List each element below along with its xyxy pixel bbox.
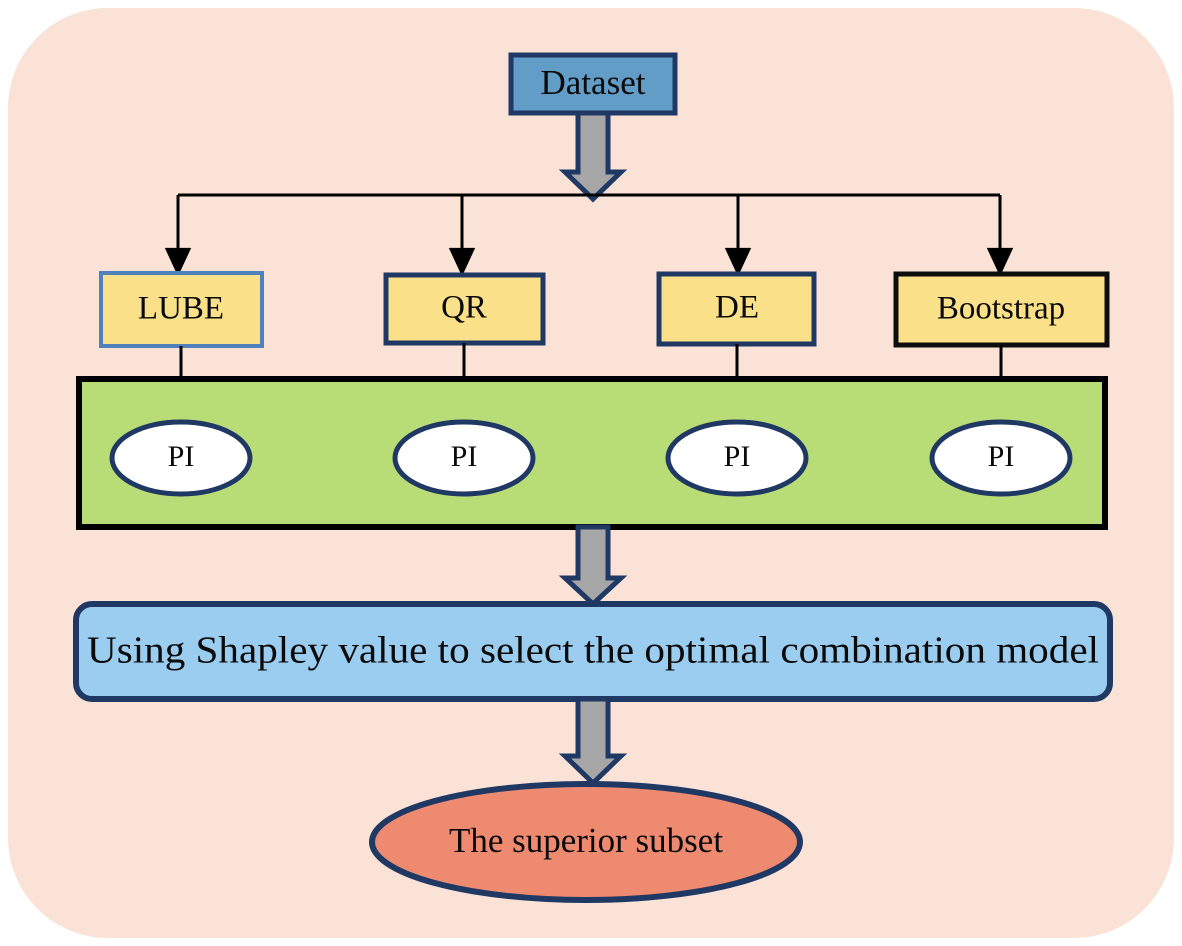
dataset-label: Dataset: [541, 63, 646, 102]
pi-ellipse-4: [929, 419, 1073, 497]
node-result[interactable]: The superior subset: [369, 781, 803, 903]
connector-band-to-shapley: [558, 524, 628, 608]
node-method-qr[interactable]: QR: [383, 272, 546, 346]
pi-ellipse-1: [109, 419, 253, 497]
method-label-de: DE: [715, 290, 759, 326]
node-method-lube[interactable]: LUBE: [99, 271, 264, 348]
pi-label-2: PI: [451, 440, 478, 473]
node-dataset[interactable]: Dataset: [508, 52, 678, 116]
pi-ellipse-3: [665, 419, 809, 497]
connector-bus-to-methods: [164, 193, 1014, 277]
node-pi-4[interactable]: PI: [929, 419, 1073, 497]
node-pi-1[interactable]: PI: [109, 419, 253, 497]
result-ellipse: [369, 781, 803, 903]
pi-ellipse-2: [392, 419, 536, 497]
method-label-lube: LUBE: [138, 291, 224, 327]
method-label-bootstrap: Bootstrap: [937, 291, 1065, 327]
interval-band: PI PI PI PI: [76, 376, 1108, 530]
method-label-qr: QR: [441, 290, 487, 326]
block-arrow-dataset: [558, 110, 628, 203]
connector-shapley-to-result: [558, 696, 628, 787]
block-arrow-band: [558, 524, 628, 608]
method-box-lube: [99, 271, 264, 348]
block-arrow-shapley: [558, 696, 628, 787]
shapley-label: Using Shapley value to select the optima…: [87, 630, 1099, 672]
method-box-qr: [383, 272, 546, 346]
method-box-de: [656, 271, 817, 347]
pi-label-4: PI: [988, 440, 1015, 473]
connector-dataset-to-bus: [558, 110, 628, 203]
method-box-bootstrap: [893, 271, 1110, 348]
result-label: The superior subset: [449, 821, 723, 860]
pi-label-3: PI: [724, 440, 751, 473]
pi-label-1: PI: [168, 440, 195, 473]
node-method-de[interactable]: DE: [656, 271, 817, 347]
node-pi-3[interactable]: PI: [665, 419, 809, 497]
node-shapley[interactable]: Using Shapley value to select the optima…: [73, 601, 1113, 702]
node-method-bootstrap[interactable]: Bootstrap: [893, 271, 1110, 348]
node-pi-2[interactable]: PI: [392, 419, 536, 497]
dataset-box: [508, 52, 678, 116]
